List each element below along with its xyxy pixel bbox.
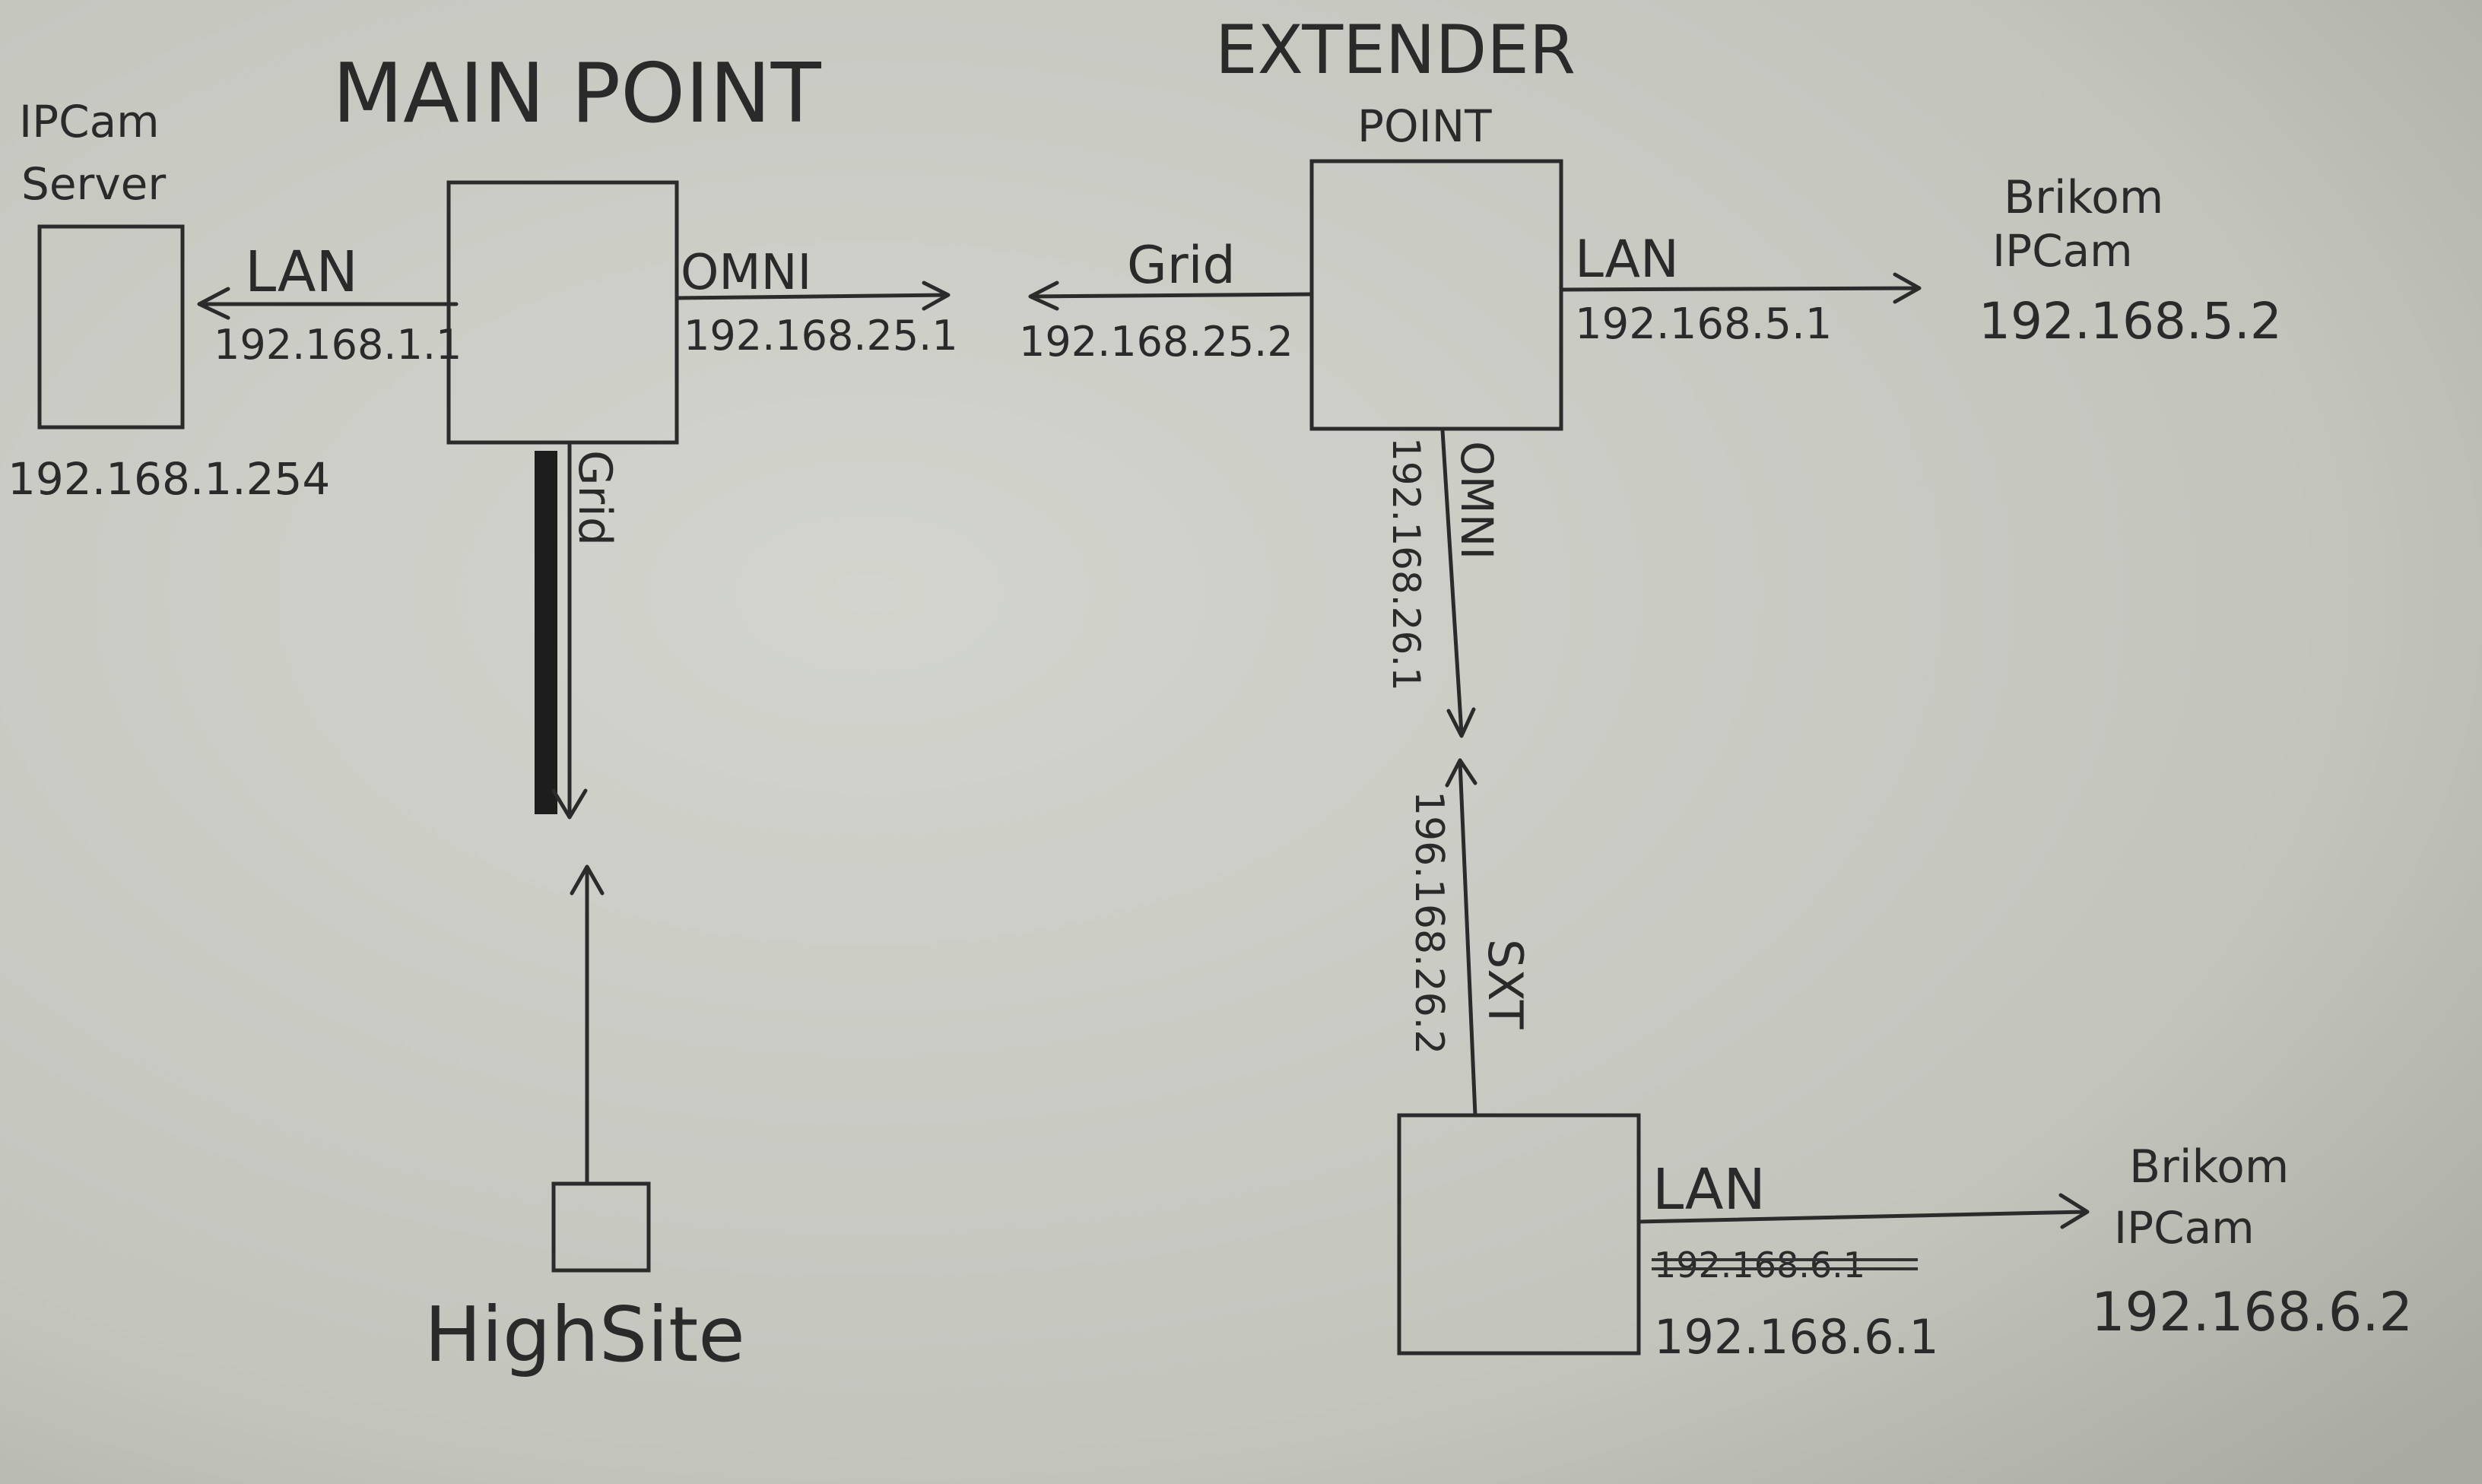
main-lan-label: LAN (245, 239, 358, 305)
sxt-arrow (1445, 758, 1477, 1118)
sxt-lan-ip-crossed-out: 192.168.6.1 (1654, 1245, 1865, 1286)
brikom-cam-2-ip: 192.168.6.2 (2091, 1281, 2413, 1343)
brikom-cam-1-label: Brikom (2004, 171, 2163, 224)
grid-cable-scribble (535, 451, 557, 814)
extender-point-title: EXTENDER (1215, 11, 1576, 89)
strike-through-lines (1652, 1258, 1918, 1270)
extender-point-subtitle: POINT (1357, 100, 1492, 152)
sxt-lan-arrow (1636, 1193, 2090, 1229)
main-lan-ip: 192.168.1.1 (214, 321, 462, 369)
brikom-cam-1-ip: 192.168.5.2 (1979, 292, 2282, 350)
brikom-cam-1-label-2: IPCam (1992, 225, 2133, 277)
extender-grid-ip: 192.168.25.2 (1019, 318, 1293, 366)
sxt-ip: 196.168.26.2 (1406, 791, 1452, 1054)
brikom-cam-2-label-2: IPCam (2114, 1202, 2255, 1254)
brikom-cam-2-label: Brikom (2129, 1140, 2289, 1194)
extender-grid-label: Grid (1127, 236, 1236, 296)
ipcam-server-ip: 192.168.1.254 (8, 453, 330, 505)
extender-omni-label: OMNI (1451, 441, 1503, 560)
ipcam-server-label: IPCam (19, 96, 160, 147)
ipcam-server-box (37, 224, 185, 430)
extender-lan-label: LAN (1575, 230, 1679, 290)
main-point-box (446, 180, 679, 445)
sxt-lan-ip: 192.168.6.1 (1654, 1309, 1939, 1365)
extender-lan-arrow (1559, 272, 1922, 304)
extender-omni-arrow (1440, 428, 1476, 738)
extender-lan-ip: 192.168.5.1 (1575, 300, 1832, 349)
sxt-label: SXT (1477, 939, 1533, 1030)
sxt-box (1397, 1113, 1641, 1356)
sxt-lan-label: LAN (1652, 1157, 1766, 1222)
highsite-box (551, 1181, 651, 1273)
main-lan-arrow (197, 287, 459, 320)
main-omni-arrow (674, 281, 951, 311)
main-grid-arrow (551, 441, 588, 820)
main-grid-label: Grid (568, 450, 621, 546)
extender-omni-ip: 192.168.26.1 (1384, 437, 1428, 691)
highsite-arrow (570, 864, 605, 1186)
main-point-title: MAIN POINT (332, 46, 822, 141)
highsite-label: HighSite (424, 1290, 745, 1379)
extender-grid-arrow (1028, 281, 1314, 311)
main-omni-ip: 192.168.25.1 (684, 312, 958, 360)
main-omni-label: OMNI (681, 245, 811, 301)
ipcam-server-label-2: Server (21, 158, 166, 210)
